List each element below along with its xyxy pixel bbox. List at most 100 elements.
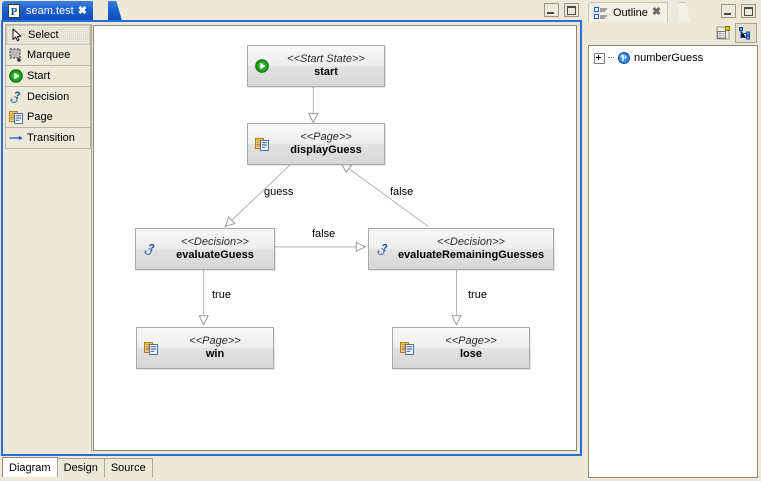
node-text: <<Page>>win	[163, 335, 267, 360]
svg-text:?: ?	[149, 243, 155, 254]
node-stereotype: <<Start State>>	[287, 53, 365, 66]
decision-icon: ?	[377, 243, 388, 256]
editor-body: Select Marquee	[1, 20, 582, 456]
node-name: lose	[459, 348, 482, 360]
node-name: displayGuess	[290, 144, 362, 156]
cursor-arrow-icon	[12, 28, 22, 42]
decision-icon: ?	[10, 91, 21, 104]
tree-connector	[608, 57, 614, 59]
close-icon[interactable]: ✖	[651, 6, 662, 18]
tab-diagram[interactable]: Diagram	[2, 457, 58, 477]
close-icon[interactable]: ✖	[77, 4, 87, 17]
diagram-edge-evalr-to-display[interactable]	[342, 164, 429, 227]
node-stereotype: <<Page>>	[189, 335, 241, 348]
diagram-content: <<Start State>>start<<Page>>displayGuess…	[94, 26, 576, 450]
marquee-icon	[9, 48, 21, 62]
outline-window-buttons	[721, 4, 756, 18]
palette-item-label: Start	[27, 70, 51, 82]
edge-label-evalr-to-lose: true	[468, 289, 487, 301]
outline-tree[interactable]: P numberGuess	[588, 45, 758, 478]
editor-tab-seam-test[interactable]: P seam.test ✖	[2, 1, 93, 21]
tree-item-label: numberGuess	[634, 52, 704, 64]
palette-item-transition[interactable]: Transition	[6, 128, 90, 148]
process-file-icon: P	[8, 4, 20, 18]
start-state-icon	[255, 59, 269, 73]
page-icon	[255, 138, 269, 151]
page-icon	[400, 342, 414, 355]
svg-text:?: ?	[382, 243, 388, 254]
diagram-node-display[interactable]: <<Page>>displayGuess	[247, 123, 385, 165]
palette-item-start[interactable]: Start	[6, 66, 90, 86]
editor-bottom-tabs: Diagram Design Source	[2, 456, 153, 477]
tab-source[interactable]: Source	[103, 458, 153, 477]
palette-group-connections: Transition	[5, 128, 91, 149]
maximize-icon[interactable]	[741, 4, 756, 18]
tab-label: Design	[63, 462, 98, 474]
diagram-node-evalg[interactable]: ?<<Decision>>evaluateGuess	[135, 228, 275, 270]
minimize-icon[interactable]	[721, 4, 736, 18]
node-name: win	[205, 348, 225, 360]
editor-window-buttons	[544, 3, 579, 17]
editor-tab-label: seam.test	[26, 5, 74, 17]
palette-item-label: Select	[28, 29, 59, 41]
palette-item-page[interactable]: Page	[6, 107, 90, 127]
tab-design[interactable]: Design	[56, 458, 105, 477]
node-stereotype: <<Page>>	[445, 335, 497, 348]
editor-pane: P seam.test ✖ Select	[0, 0, 585, 477]
node-name: start	[314, 66, 338, 78]
tab-label: Source	[110, 462, 146, 474]
node-stereotype: <<Page>>	[300, 131, 352, 144]
flat-layout-icon[interactable]	[713, 24, 733, 42]
diagram-node-start[interactable]: <<Start State>>start	[247, 45, 385, 87]
svg-text:P: P	[621, 54, 626, 63]
palette-item-label: Decision	[27, 91, 70, 103]
edge-label-evalr-to-display: false	[390, 186, 414, 198]
node-stereotype: <<Decision>>	[437, 236, 505, 249]
tree-layout-icon[interactable]	[735, 23, 757, 43]
tree-layout-glyph	[739, 27, 750, 40]
expander-icon[interactable]	[594, 52, 605, 64]
minimize-icon[interactable]	[544, 3, 559, 17]
palette: Select Marquee	[5, 24, 92, 452]
svg-text:P: P	[11, 6, 18, 18]
page-icon	[9, 111, 23, 124]
editor-tabstrip: P seam.test ✖	[0, 0, 585, 21]
node-text: <<Page>>displayGuess	[274, 131, 378, 156]
diagram-node-win[interactable]: <<Page>>win	[136, 327, 274, 369]
node-text: <<Decision>>evaluateRemainingGuesses	[395, 236, 547, 261]
outline-icon	[594, 6, 607, 19]
transition-arrow-icon	[9, 135, 23, 141]
outline-tab-label: Outline	[613, 6, 648, 19]
palette-item-label: Marquee	[27, 49, 71, 61]
flat-layout-glyph	[716, 26, 730, 40]
palette-item-label: Page	[27, 111, 53, 123]
process-node-icon: P	[617, 51, 631, 65]
palette-item-label: Transition	[27, 132, 75, 144]
edge-label-evalg-to-win: true	[212, 289, 231, 301]
node-name: evaluateGuess	[176, 249, 254, 261]
svg-text:?: ?	[14, 91, 20, 102]
palette-item-select[interactable]: Select	[6, 25, 90, 45]
maximize-icon[interactable]	[564, 3, 579, 17]
node-name: evaluateRemainingGuesses	[397, 249, 545, 261]
node-text: <<Start State>>start	[274, 53, 378, 78]
palette-item-decision[interactable]: ? Decision	[6, 87, 90, 107]
palette-item-marquee[interactable]: Marquee	[6, 45, 90, 65]
outline-tab[interactable]: Outline ✖	[588, 2, 669, 22]
palette-group-tools: Select Marquee	[5, 24, 91, 66]
diagram-node-lose[interactable]: <<Page>>lose	[392, 327, 530, 369]
page-icon	[144, 342, 158, 355]
edge-label-evalg-to-evalr: false	[312, 228, 336, 240]
diagram-node-evalr[interactable]: ? <<Decision>>evaluateRemainingGuesses	[368, 228, 554, 270]
palette-group-start: Start	[5, 66, 91, 87]
outline-toolbar	[586, 22, 761, 44]
outline-tabstrip: Outline ✖	[586, 0, 761, 22]
node-text: <<Page>>lose	[419, 335, 523, 360]
edge-label-display-to-evalg: guess	[264, 186, 294, 198]
tree-item-numberguess[interactable]: P numberGuess	[589, 46, 757, 67]
editor-tab-slant	[108, 1, 122, 21]
diagram-canvas[interactable]: <<Start State>>start<<Page>>displayGuess…	[93, 25, 577, 451]
outline-pane: Outline ✖	[586, 0, 761, 481]
start-state-icon	[9, 69, 23, 83]
